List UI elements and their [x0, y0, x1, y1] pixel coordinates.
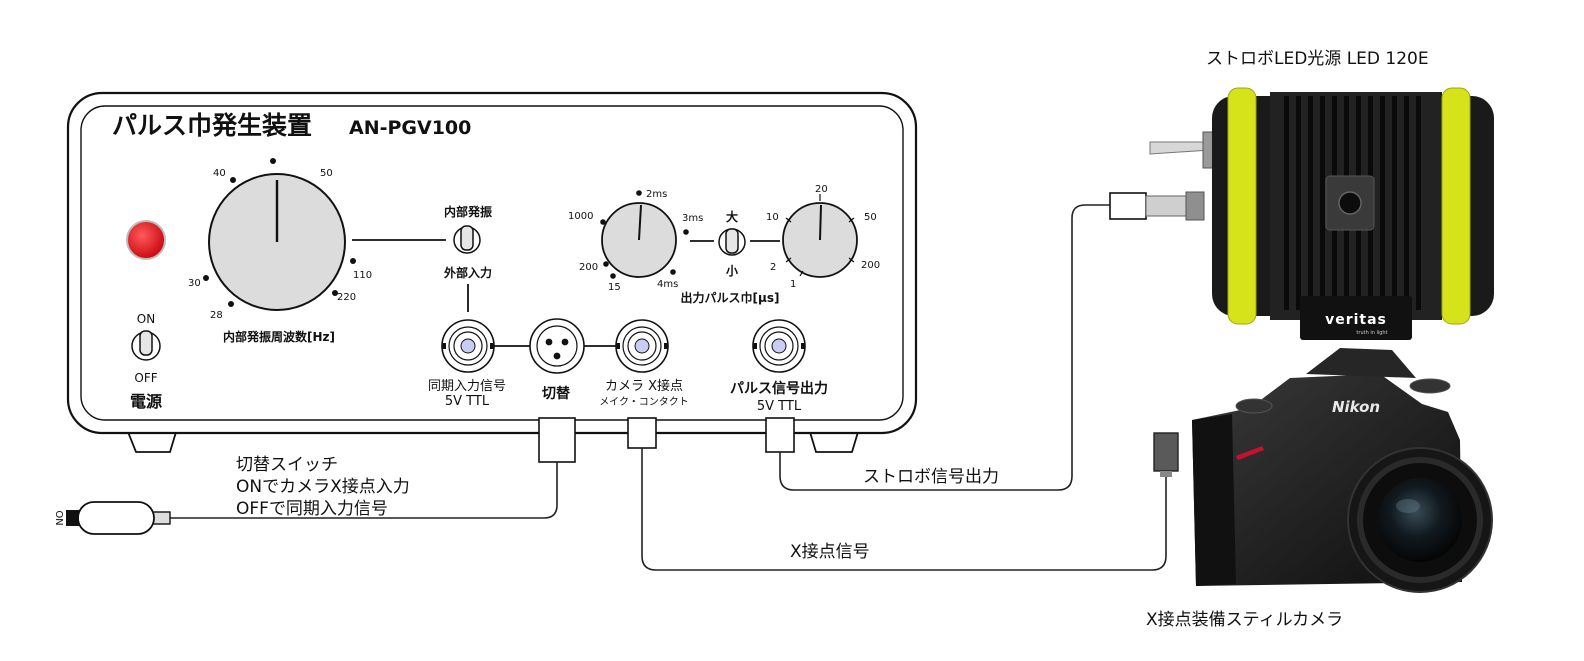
power-off-label: OFF	[134, 371, 157, 385]
panel-inner-frame	[80, 105, 904, 421]
range-high-label: 大	[726, 209, 738, 224]
camera-x-plug	[627, 417, 657, 449]
camera-x-sublabel: メイク・コンタクト	[599, 396, 689, 408]
width-tick-line	[848, 257, 855, 263]
pulse-width-dial[interactable]	[782, 202, 858, 278]
led-brand-tagline: truth in light	[1356, 330, 1387, 336]
width-tick-1: 1	[790, 279, 796, 290]
sync-input-label: 同期入力信号	[428, 379, 506, 394]
switch-note-line2: ONでカメラX接点入力	[236, 477, 410, 497]
selector-xlr-connector[interactable]	[529, 318, 585, 374]
freq-tick-mark	[270, 158, 276, 164]
range-tick-mark	[670, 269, 676, 275]
range-tick-mark	[603, 261, 609, 267]
sync-input-bnc-connector[interactable]	[441, 319, 495, 373]
panel-foot-left	[126, 431, 178, 453]
width-tick-2: 2	[770, 262, 776, 273]
power-toggle-switch[interactable]	[131, 330, 161, 361]
freq-tick-50: 50	[320, 168, 333, 179]
range-tick-mark	[683, 229, 689, 235]
led-light-title: ストロボLED光源 LED 120E	[1206, 49, 1429, 69]
freq-tick-mark	[203, 275, 209, 281]
osc-source-toggle-switch[interactable]	[453, 225, 481, 254]
freq-tick-mark	[230, 177, 236, 183]
sync-input-level: 5V TTL	[445, 394, 490, 409]
led-light-source: veritas truth in light	[1109, 87, 1494, 340]
pulse-generator-panel: パルス巾発生装置 AN-PGV100 ON OFF 電源 28 30 40 50…	[66, 91, 918, 453]
selector-label: 切替	[542, 385, 571, 402]
freq-tick-28: 28	[210, 310, 223, 321]
remote-switch[interactable]	[66, 501, 171, 535]
freq-tick-mark	[332, 290, 338, 296]
pulse-output-level: 5V TTL	[757, 399, 802, 414]
camera-x-bnc-connector[interactable]	[615, 319, 669, 373]
still-camera: Nikon	[1192, 348, 1493, 593]
freq-tick-220: 220	[337, 292, 356, 303]
range-low-label: 小	[726, 263, 738, 278]
range-tick-1000: 1000	[568, 211, 593, 222]
freq-tick-30: 30	[188, 278, 201, 289]
width-tick-10: 10	[766, 212, 779, 223]
device-title: パルス巾発生装置	[112, 111, 312, 140]
selector-plug	[538, 417, 576, 463]
pulse-output-bnc-connector[interactable]	[752, 319, 806, 373]
strobe-signal-wire	[779, 204, 1112, 491]
strobe-signal-label: ストロボ信号出力	[863, 467, 999, 487]
range-tick-200: 200	[579, 262, 598, 273]
camera-caption: X接点装備スティルカメラ	[1146, 610, 1343, 630]
range-tick-mark	[600, 219, 606, 225]
range-tick-2ms: 2ms	[646, 189, 667, 200]
selector-remote-wire	[170, 462, 558, 519]
width-tick-line	[785, 257, 792, 263]
pulse-width-label: 出力パルス巾[µs]	[681, 290, 780, 305]
internal-osc-label: 内部発振	[444, 204, 492, 219]
remote-switch-on-mark: ON	[53, 510, 64, 525]
led-rear-ring	[1441, 87, 1471, 325]
x-signal-label: X接点信号	[790, 542, 870, 562]
range-toggle-switch[interactable]	[718, 228, 746, 256]
range-dial[interactable]	[601, 202, 677, 278]
freq-tick-mark	[350, 258, 356, 264]
range-tick-3ms: 3ms	[682, 213, 703, 224]
freq-tick-110: 110	[353, 270, 372, 281]
pulse-output-label: パルス信号出力	[730, 380, 828, 397]
panel-foot-right	[808, 431, 860, 453]
camera-x-cable-plug	[1153, 432, 1179, 472]
switch-note-line3: OFFで同期入力信号	[236, 499, 388, 519]
led-front-ring	[1227, 87, 1257, 325]
device-model: AN-PGV100	[349, 117, 471, 139]
led-brand-logo: veritas	[1325, 312, 1387, 328]
freq-tick-40: 40	[213, 168, 226, 179]
width-tick-50: 50	[864, 212, 877, 223]
camera-brand-logo: Nikon	[1332, 398, 1380, 416]
freq-tick-mark	[228, 301, 234, 307]
range-tick-mark	[610, 273, 616, 279]
width-tick-200: 200	[861, 260, 880, 271]
width-tick-line	[785, 217, 792, 223]
power-label: 電源	[130, 392, 162, 411]
switch-note-line1: 切替スイッチ	[236, 455, 338, 475]
range-tick-mark	[636, 190, 642, 196]
power-lamp	[126, 220, 166, 260]
frequency-dial[interactable]	[208, 173, 346, 311]
x-contact-wire	[641, 448, 1167, 571]
external-input-label: 外部入力	[444, 265, 492, 280]
width-tick-20: 20	[815, 184, 828, 195]
width-tick-line	[848, 217, 855, 223]
camera-x-label: カメラ X接点	[605, 378, 683, 394]
range-tick-4ms: 4ms	[657, 279, 678, 290]
led-input-plug	[1109, 192, 1147, 220]
width-tick-line	[799, 270, 804, 277]
frequency-dial-label: 内部発振周波数[Hz]	[223, 329, 335, 344]
range-tick-15: 15	[608, 282, 621, 293]
power-on-label: ON	[137, 312, 155, 326]
pulse-output-plug	[765, 417, 795, 453]
